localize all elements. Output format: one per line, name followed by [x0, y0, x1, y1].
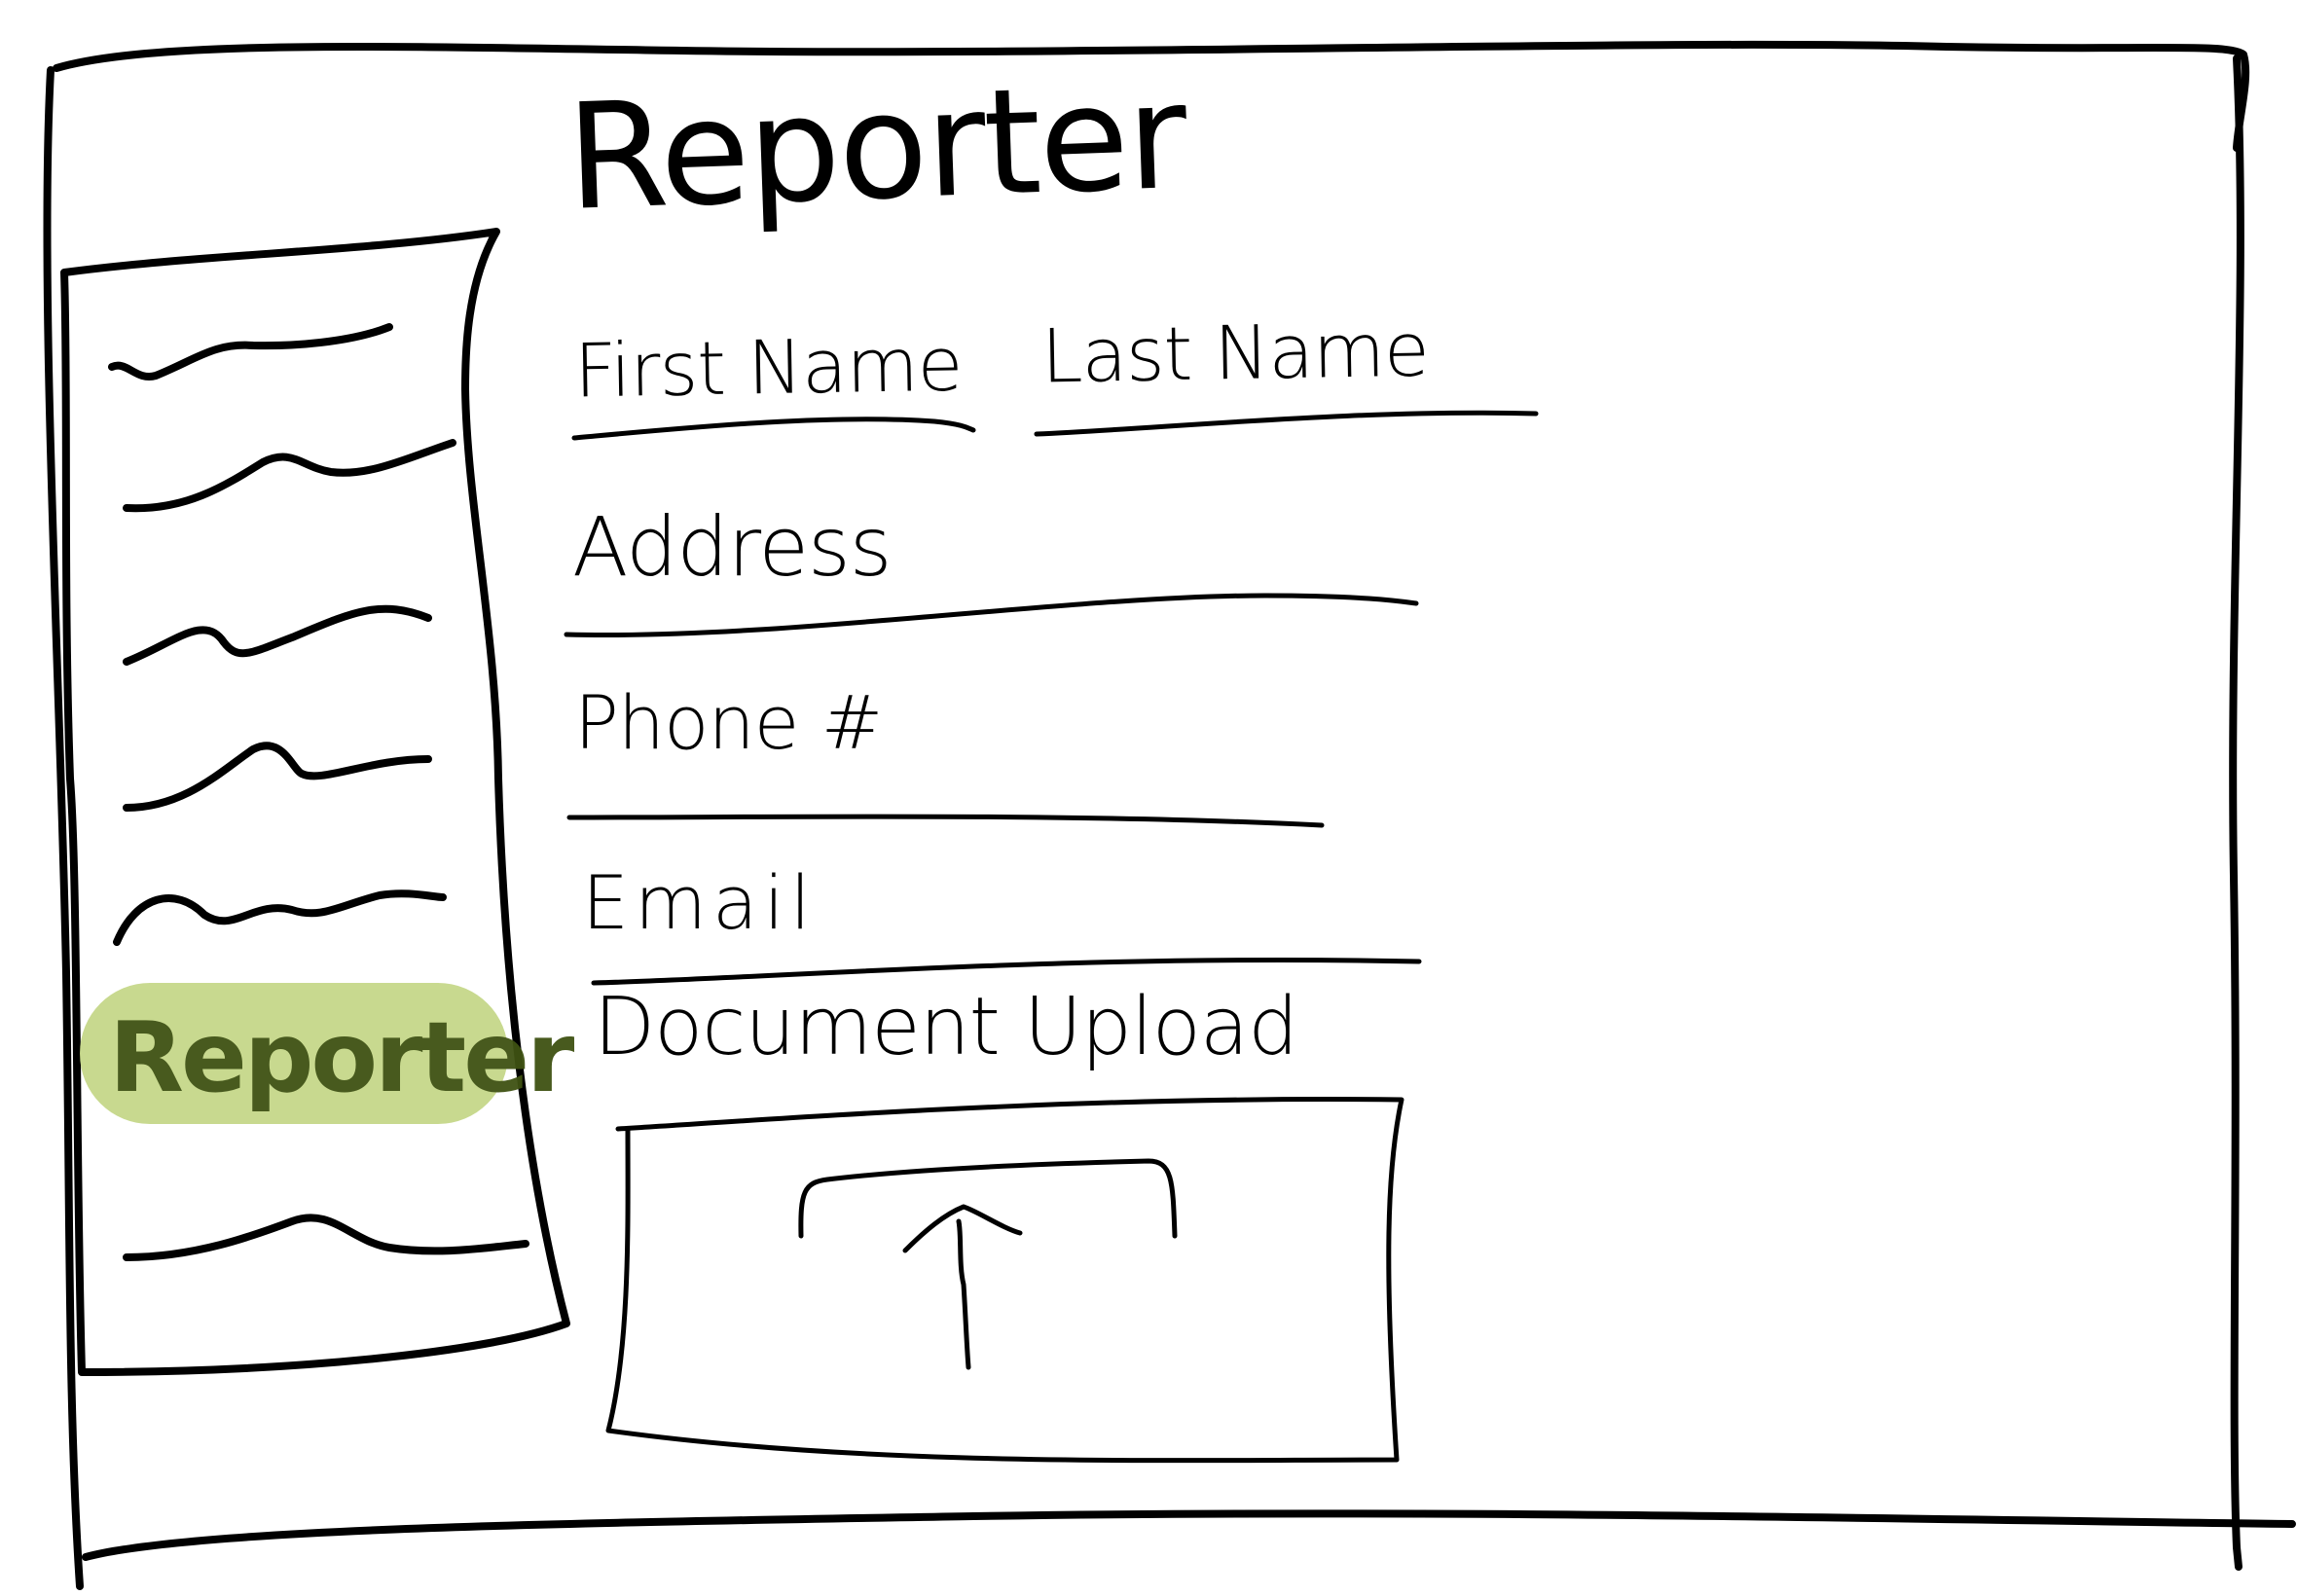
sidebar-squiggle-7 [123, 1214, 529, 1261]
document-upload-dropzone[interactable] [608, 1100, 1397, 1450]
page-title: Reporter [564, 52, 1188, 243]
first-name-field[interactable] [572, 370, 975, 430]
sidebar-item-reporter[interactable]: Reporter [80, 983, 574, 1124]
last-name-underline [1034, 410, 1539, 437]
sidebar-item-4[interactable] [112, 740, 467, 817]
address-field[interactable] [565, 550, 1425, 610]
upload-tray-icon [798, 1158, 1178, 1239]
sidebar-item-1[interactable] [112, 311, 467, 389]
upload-box [605, 1097, 1404, 1464]
sidebar-squiggle-5 [113, 889, 447, 946]
sidebar-item-label: Reporter [109, 1000, 574, 1114]
sidebar-squiggle-4 [123, 742, 432, 812]
document-upload-label: Document Upload [594, 981, 1298, 1073]
sidebar-item-5[interactable] [112, 876, 467, 954]
sidebar-item-7[interactable] [112, 1202, 467, 1280]
email-field[interactable] [589, 905, 1425, 965]
last-name-field[interactable] [1037, 355, 1537, 416]
sidebar-item-2[interactable] [112, 438, 467, 516]
sidebar-item-3[interactable] [112, 594, 467, 671]
phone-field[interactable] [565, 759, 1328, 819]
sidebar-frame [60, 228, 570, 1376]
phone-label: Phone # [574, 679, 883, 766]
sidebar-squiggle-3 [123, 604, 432, 666]
sidebar-squiggle-1 [108, 323, 393, 381]
sidebar-squiggle-2 [123, 439, 456, 513]
window-frame [53, 40, 2250, 152]
upload-arrow-icon [902, 1204, 1023, 1370]
